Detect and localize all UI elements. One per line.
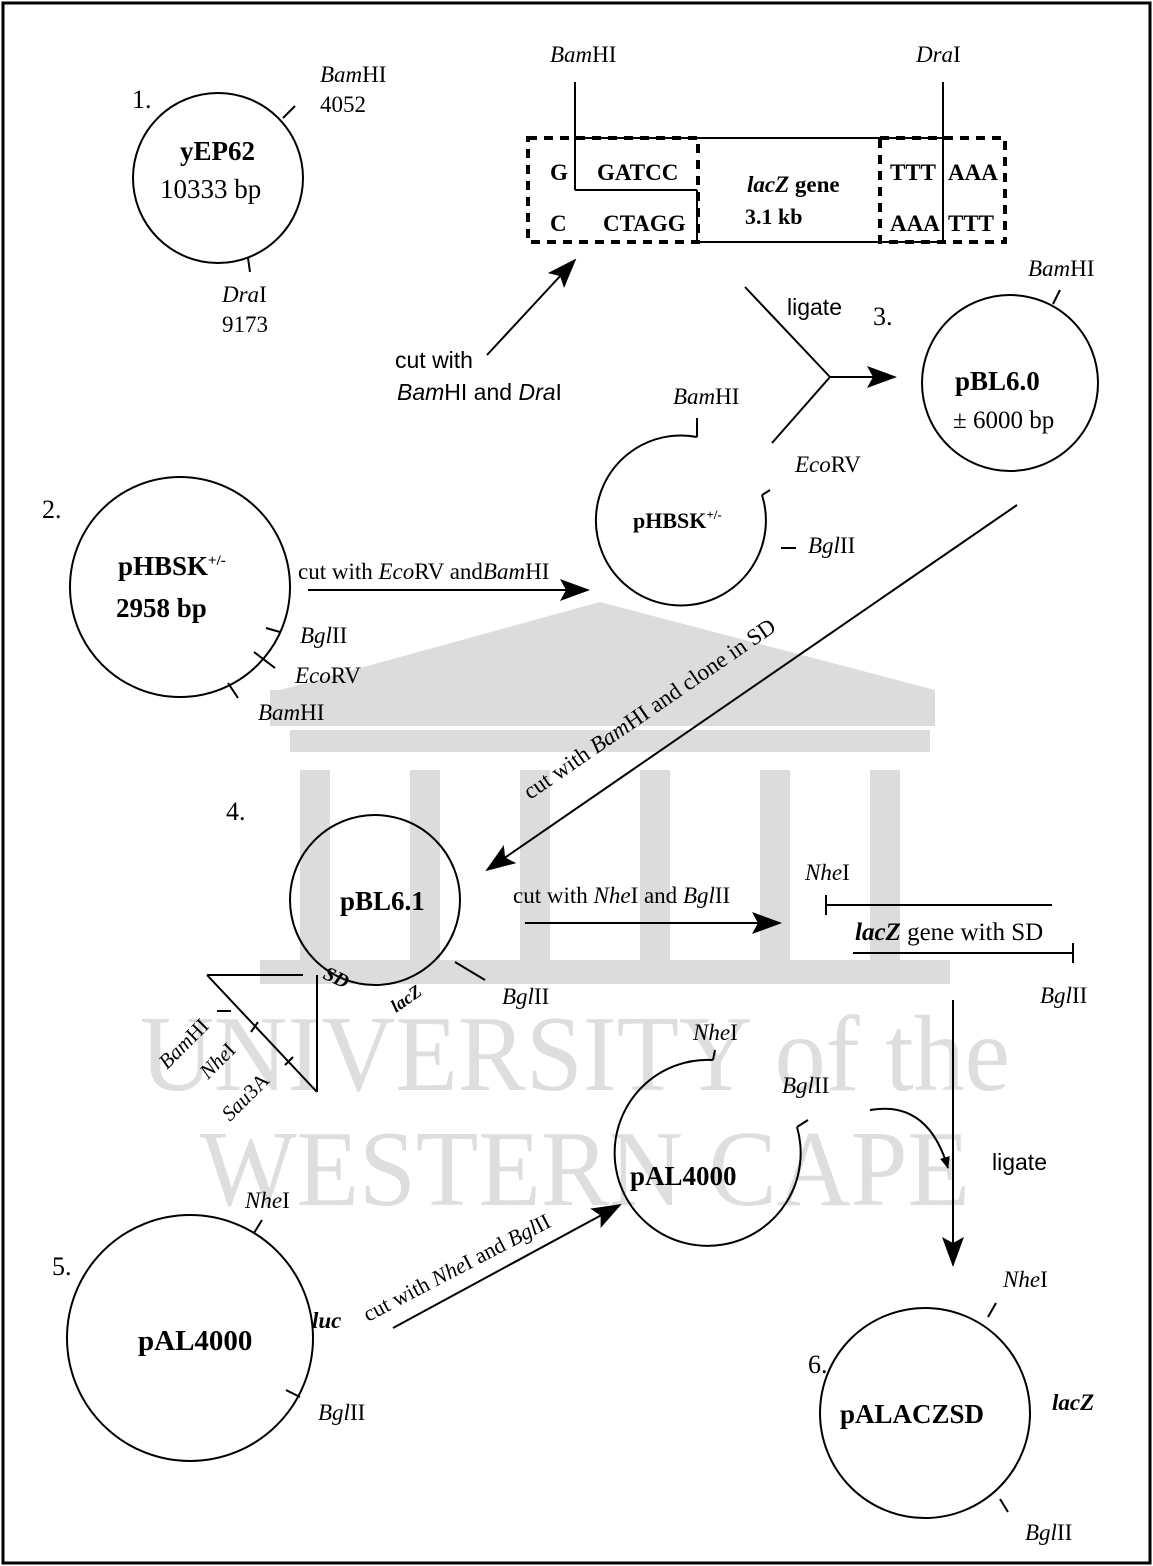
site-tick	[283, 106, 295, 118]
watermark-line2: WESTERN CAPE	[200, 1110, 970, 1229]
insert-bamhi-label: BamHI	[550, 42, 616, 67]
site-bamhi-label: BamHI	[320, 62, 386, 87]
site-bglii-label: BglII	[782, 1073, 829, 1098]
site-bglii-label: BglII	[300, 623, 347, 648]
site-nhei-label: NheI	[1002, 1267, 1048, 1292]
step1-yep62: 1. yEP62 10333 bp BamHI 4052 DraI 9173	[132, 62, 386, 337]
svg-text:5.: 5.	[52, 1252, 72, 1281]
cut-label-line1: cut with	[395, 347, 473, 373]
step6-palaczsd: 6. pALACZSD NheI lacZ BglII	[808, 1267, 1094, 1545]
opened-phbsk: pHBSK+/- BamHI EcoRV BglII	[596, 384, 861, 605]
site-tick	[248, 258, 250, 272]
svg-text:AAA: AAA	[948, 160, 998, 185]
svg-text:TTT: TTT	[890, 160, 936, 185]
plasmid-pbl61-name: pBL6.1	[340, 886, 425, 916]
cut-label-line2: BamHI and DraI	[397, 379, 562, 405]
svg-text:CTAGG: CTAGG	[603, 211, 686, 236]
opened-pal4000-name: pAL4000	[630, 1161, 737, 1191]
svg-text:4.: 4.	[226, 797, 246, 826]
site-bamhi-label: BamHI	[673, 384, 739, 409]
site-nhei-label: NheI	[804, 860, 850, 885]
fragment-label: lacZ gene with SD	[855, 919, 1043, 946]
site-bamhi-position: 4052	[320, 92, 366, 117]
step3-pbl60: 3. pBL6.0 ± 6000 bp BamHI	[873, 256, 1098, 471]
svg-text:3.: 3.	[873, 302, 893, 331]
watermark-entablature	[270, 690, 935, 726]
svg-text:G: G	[550, 160, 568, 185]
svg-text:TTT: TTT	[948, 211, 994, 236]
lacz-sd-fragment: NheI lacZ gene with SD BglII	[804, 860, 1087, 1008]
plasmid-pbl60-size: ± 6000 bp	[953, 407, 1054, 434]
site-ecorv-label: EcoRV	[794, 452, 861, 477]
site-bamhi-label: BamHI	[1028, 256, 1094, 281]
site-bglii-label: BglII	[808, 533, 855, 558]
svg-text:C: C	[550, 211, 567, 236]
cut-label-ecorv-bamhi: cut with EcoRV andBamHI	[298, 559, 549, 584]
site-bglii-label: BglII	[502, 984, 549, 1009]
watermark: UNIVERSITY of the WESTERN CAPE	[140, 602, 1010, 1229]
opened-phbsk-name: pHBSK+/-	[633, 507, 722, 533]
svg-text:AAA: AAA	[890, 211, 940, 236]
insert-gene-label: lacZ gene	[747, 172, 840, 197]
site-bamhi-label: BamHI	[258, 700, 324, 725]
svg-text:6.: 6.	[808, 1350, 828, 1379]
plasmid-pal4000-name: pAL4000	[138, 1325, 252, 1357]
plasmid-yep62-size: 10333 bp	[160, 174, 261, 204]
plasmid-palaczsd-name: pALACZSD	[840, 1399, 984, 1429]
plasmid-phbsk	[70, 477, 290, 697]
plasmid-phbsk-name: pHBSK+/-	[118, 551, 226, 581]
svg-text:2.: 2.	[42, 495, 62, 524]
cut-label-nhei-bglii: cut with NheI and BglII	[513, 883, 730, 908]
site-nhei-label: NheI	[692, 1020, 738, 1045]
insert-gene-size: 3.1 kb	[745, 204, 802, 229]
luc-gene-label: luc	[312, 1308, 341, 1333]
site-bglii-label: BglII	[1040, 983, 1087, 1008]
insert-drai-label: DraI	[915, 42, 961, 67]
plasmid-phbsk-size: 2958 bp	[116, 593, 207, 623]
svg-text:GATCC: GATCC	[597, 160, 678, 185]
step1-number: 1.	[132, 85, 152, 114]
site-drai-label: DraI	[221, 282, 267, 307]
ligate-label-2: ligate	[992, 1149, 1047, 1175]
site-nhei-label: NheI	[244, 1188, 290, 1213]
ligate-label-1: ligate	[787, 294, 842, 320]
watermark-pediment	[280, 602, 935, 690]
plasmid-yep62-name: yEP62	[180, 136, 255, 166]
site-bglii-label: BglII	[318, 1400, 365, 1425]
watermark-line1: UNIVERSITY of the	[140, 995, 1010, 1114]
cut-arrow	[487, 260, 575, 355]
plasmid-pbl60-name: pBL6.0	[955, 366, 1040, 396]
site-drai-position: 9173	[222, 312, 268, 337]
lacz-insert: BamHI DraI G C GATCC CTAGG lacZ gene 3.1…	[395, 42, 1005, 405]
site-ecorv-label: EcoRV	[294, 663, 361, 688]
lacz-gene-label: lacZ	[1052, 1390, 1094, 1415]
site-bglii-label: BglII	[1025, 1520, 1072, 1545]
